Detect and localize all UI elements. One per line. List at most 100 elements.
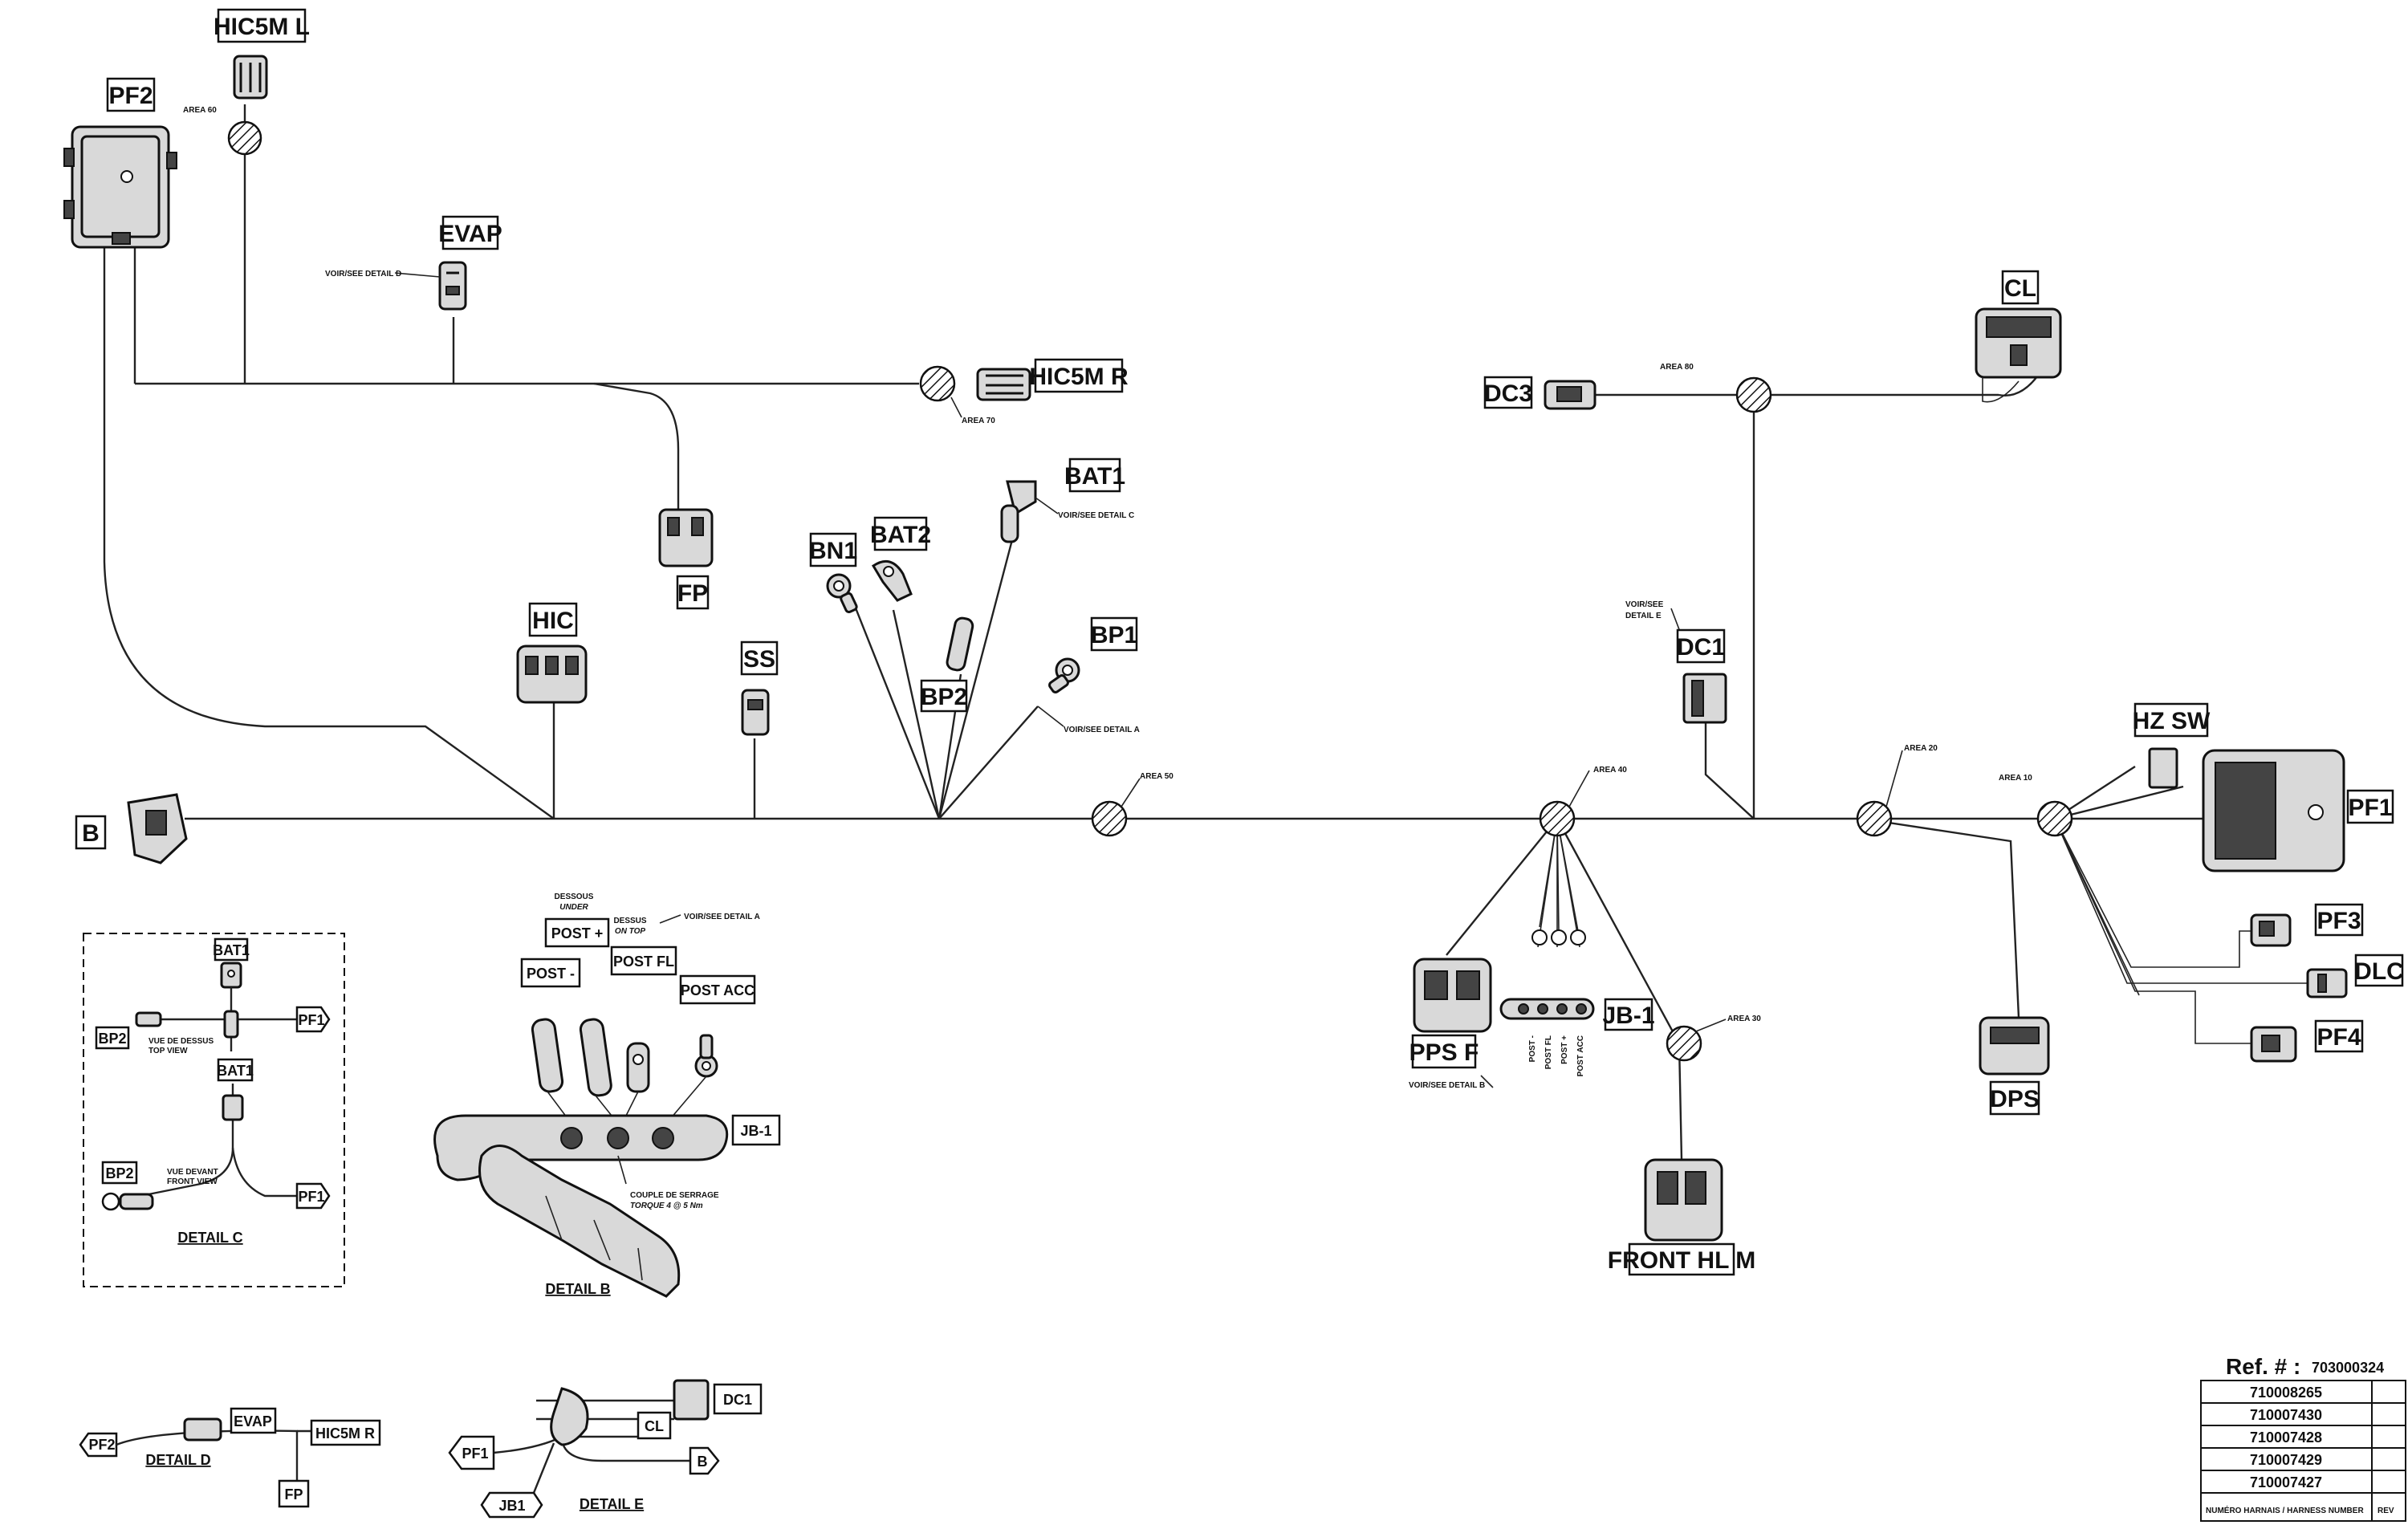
detail-b-dessous: DESSOUS: [555, 893, 594, 901]
detail-e-cl: CL: [645, 1418, 664, 1434]
area-60-marker: [227, 120, 262, 156]
ss-connector-icon: [741, 689, 770, 736]
label-hic5m-r: HIC5M R: [1029, 364, 1129, 390]
area-70-label: AREA 70: [962, 417, 995, 425]
detail-c-title: DETAIL C: [177, 1230, 242, 1246]
label-dps: DPS: [1990, 1086, 2040, 1112]
area-80-label: AREA 80: [1660, 363, 1694, 372]
detail-b-post-minus: POST -: [527, 966, 575, 982]
jb1-post-minus: POST -: [1528, 1035, 1537, 1062]
dps-connector-icon: [1979, 1016, 2050, 1076]
detail-c-pf1-top: PF1: [298, 1012, 324, 1028]
area-60-label: AREA 60: [183, 106, 217, 115]
detail-b-jb1: JB-1: [740, 1123, 771, 1139]
connector-graphics: VOIR/SEE DETAIL D VOIR/SEE DETAIL C: [63, 55, 2348, 1242]
dc3-connector-icon: [1544, 380, 1597, 410]
jb1-post-fl: POST FL: [1544, 1035, 1553, 1069]
detail-e-title: DETAIL E: [580, 1496, 644, 1512]
bat2-lug-icon: [871, 559, 913, 602]
detail-b: DESSOUS UNDER POST + DESSUS ON TOP VOIR/…: [433, 893, 781, 1298]
area-30-label: AREA 30: [1727, 1015, 1761, 1023]
area-40-label: AREA 40: [1593, 766, 1627, 775]
detail-b-post-fl: POST FL: [613, 954, 674, 970]
jb1-terminal-strip-icon: [1499, 929, 1595, 1020]
detail-d-pf2: PF2: [88, 1437, 115, 1453]
detail-c: BAT1 BP2 PF1 VUE DE DESSUS TOP VIEW BAT1…: [83, 933, 345, 1287]
detail-b-post-acc: POST ACC: [681, 982, 755, 998]
cl-connector-icon: [1975, 307, 2062, 403]
label-dc1: DC1: [1677, 634, 1725, 661]
label-pf4: PF4: [2316, 1024, 2361, 1051]
harness-number-5: 710007427: [2250, 1474, 2322, 1490]
area-80-marker: [1735, 376, 1772, 413]
hz-sw-switch-icon: [2148, 747, 2178, 789]
hic-connector-icon: [516, 645, 588, 704]
harness-number-4: 710007429: [2250, 1452, 2322, 1468]
detail-c-bp2-front: BP2: [105, 1165, 133, 1181]
detail-b-title: DETAIL B: [545, 1281, 610, 1297]
label-fp: FP: [677, 580, 708, 607]
reference-table: Ref. # : 703000324 710008265 710007430 7…: [2200, 1354, 2406, 1522]
detail-d-hic5m-r: HIC5M R: [315, 1425, 375, 1442]
pf2-module-icon: [63, 125, 177, 249]
detail-e-dc1: DC1: [723, 1392, 752, 1408]
ref-number: 703000324: [2312, 1360, 2384, 1376]
evap-see-detail-note: VOIR/SEE DETAIL D: [325, 270, 401, 279]
detail-b-on-top: ON TOP: [615, 927, 645, 936]
jb1-post-acc: POST ACC: [1576, 1035, 1585, 1076]
pf1-module-icon: [2202, 749, 2345, 872]
area-50-label: AREA 50: [1140, 772, 1173, 781]
label-hic5m-l: HIC5M L: [214, 14, 310, 40]
label-jb1: JB-1: [1602, 1002, 1654, 1029]
pf3-connector-icon: [2250, 913, 2292, 947]
ref-table-footer-rev: REV: [2377, 1507, 2394, 1515]
area-10-label: AREA 10: [1999, 774, 2032, 783]
area-30-marker: [1666, 1025, 1702, 1062]
area-20-marker: [1856, 800, 1893, 837]
evap-plug-icon: [438, 261, 467, 311]
area-10-marker: [2036, 800, 2073, 837]
label-front-hl-m: FRONT HL M: [1608, 1247, 1755, 1274]
detail-e-b: B: [698, 1454, 708, 1470]
label-bat1: BAT1: [1064, 463, 1125, 490]
detail-b-under: UNDER: [559, 903, 588, 912]
label-pps-f: PPS F: [1409, 1039, 1479, 1066]
detail-b-dessus: DESSUS: [613, 917, 646, 925]
label-hic: HIC: [532, 608, 574, 634]
bp1-eyelet-icon: [1048, 657, 1080, 693]
pf4-connector-icon: [2250, 1026, 2297, 1063]
label-dlc: DLC: [2354, 958, 2404, 985]
detail-c-bat1-top: BAT1: [213, 942, 250, 958]
detail-c-front-view-2: FRONT VIEW: [167, 1177, 218, 1186]
dc1-connector-icon: [1682, 673, 1727, 724]
detail-e-pf1: PF1: [462, 1446, 488, 1462]
detail-b-see-a: VOIR/SEE DETAIL A: [684, 913, 760, 921]
area-markers: AREA 60 AREA 70 AREA 50 AREA 80 AREA 40 …: [183, 106, 2073, 1062]
detail-c-top-view-2: TOP VIEW: [148, 1047, 188, 1055]
harness-number-1: 710008265: [2250, 1385, 2322, 1401]
detail-c-bp2-top: BP2: [98, 1031, 126, 1047]
detail-b-post-plus: POST +: [551, 925, 604, 941]
detail-e-jb1: JB1: [498, 1498, 525, 1514]
detail-c-front-view-1: VUE DEVANT: [167, 1168, 218, 1177]
detail-b-torque-2: TORQUE 4 @ 5 Nm: [630, 1202, 703, 1210]
label-dc3: DC3: [1484, 380, 1532, 407]
bp1-see-detail-note: VOIR/SEE DETAIL A: [1064, 726, 1140, 734]
detail-d: PF2 EVAP HIC5M R FP DETAIL D: [79, 1407, 381, 1508]
pps-f-see-detail-note: VOIR/SEE DETAIL B: [1409, 1081, 1485, 1090]
detail-d-title: DETAIL D: [145, 1452, 210, 1468]
detail-c-bat1-front: BAT1: [217, 1063, 254, 1079]
dc1-see-detail-note-1: VOIR/SEE: [1625, 600, 1664, 609]
area-70-marker: [919, 365, 956, 402]
front-hl-m-connector-icon: [1644, 1158, 1723, 1242]
dc1-see-detail-note-2: DETAIL E: [1625, 612, 1662, 620]
hic5m-r-plug-icon: [976, 368, 1031, 401]
b-connector-icon: [127, 793, 188, 864]
area-20-label: AREA 20: [1904, 744, 1938, 753]
label-bn1: BN1: [809, 538, 857, 564]
label-pf3: PF3: [2316, 908, 2361, 934]
harness-number-2: 710007430: [2250, 1407, 2322, 1423]
ref-label: Ref. # :: [2226, 1354, 2300, 1379]
label-pf1: PF1: [2348, 795, 2392, 821]
